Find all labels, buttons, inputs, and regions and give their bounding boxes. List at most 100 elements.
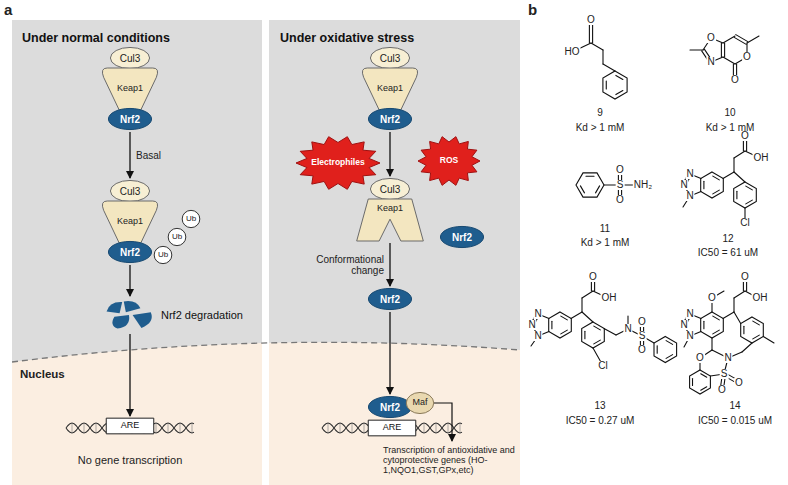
node-label: ARE	[383, 423, 402, 433]
atom-label: O	[717, 385, 727, 395]
aromatic-bond	[743, 326, 744, 333]
dna-rung	[192, 423, 193, 433]
aromatic-bond	[580, 186, 584, 193]
atom-label: O	[615, 165, 625, 175]
compound-caption: IC50 = 0.015 uM	[698, 415, 772, 426]
bond	[582, 312, 593, 322]
ring	[603, 71, 627, 99]
ellipse-outline	[110, 47, 149, 68]
bond	[721, 43, 722, 57]
atom-label: S	[638, 331, 647, 341]
dna-rung	[460, 423, 461, 433]
bond	[734, 172, 745, 182]
panel-heading: Under oxidative stress	[280, 32, 414, 46]
atom-label: N	[527, 320, 536, 330]
burst-outline	[418, 137, 480, 186]
node-label: Nrf2	[380, 294, 400, 305]
dna-rung	[168, 423, 169, 433]
aromatic-bond	[657, 346, 658, 353]
bond	[733, 158, 734, 172]
ring	[701, 312, 724, 338]
dna-rung	[328, 423, 329, 433]
nrf2-protein: Nrf2	[108, 241, 152, 263]
atom-label: HO	[564, 47, 581, 57]
nrf2-protein: Nrf2	[368, 108, 412, 130]
panel-ground	[12, 20, 520, 485]
ellipse-outline	[108, 108, 151, 129]
aromatic-bond	[713, 176, 719, 180]
dna-rung	[96, 423, 97, 433]
dna-rung	[364, 423, 365, 433]
aromatic-bond	[701, 374, 707, 377]
compound-caption: 10	[724, 107, 735, 118]
node-label: Keap1	[117, 217, 143, 227]
bond	[723, 172, 734, 179]
dna-rung	[72, 423, 73, 433]
keap1-outline	[362, 68, 417, 110]
edge-label: Conformational change	[306, 254, 384, 276]
atom-label: N	[623, 324, 632, 334]
atom-label: O	[707, 293, 717, 303]
atom-label: N	[679, 320, 688, 330]
bond	[747, 36, 759, 43]
aromatic-bond	[594, 340, 600, 344]
aromatic-bond	[713, 316, 719, 320]
bond	[690, 49, 703, 50]
atom-label: N	[685, 191, 694, 201]
node-label: Ub	[158, 251, 168, 260]
bond	[723, 312, 734, 319]
node-label: Cul3	[380, 53, 401, 64]
aromatic-bond	[561, 316, 567, 320]
node-label: Nrf2	[380, 114, 400, 125]
box-outline	[106, 418, 154, 434]
atom-label: O	[637, 345, 647, 355]
ring	[576, 173, 604, 197]
atom-label: O	[637, 317, 647, 327]
compartment-label: Nucleus	[20, 368, 65, 381]
transcription-arrow	[434, 403, 452, 441]
aromatic-bond	[753, 321, 759, 325]
compound-caption: Kd > 1 mM	[576, 122, 625, 133]
node-label: Nrf2	[120, 114, 140, 125]
aromatic-bond	[703, 321, 704, 328]
compound-caption: 11	[600, 223, 610, 234]
dna-rung	[84, 423, 85, 433]
node-label: ROS	[440, 156, 458, 165]
aromatic-bond	[616, 75, 623, 79]
ellipse-outline	[182, 210, 200, 227]
bond	[571, 312, 582, 319]
flow-arrow	[129, 132, 130, 178]
ring	[654, 337, 677, 363]
aromatic-bond	[596, 186, 600, 193]
bond	[736, 35, 748, 42]
dna-rung	[436, 423, 437, 433]
atom-label: N	[685, 309, 694, 319]
panel-gap	[262, 20, 269, 485]
ring	[701, 172, 724, 198]
burst-outline	[296, 137, 380, 190]
ubiquitin: Ub	[182, 210, 200, 228]
ring	[690, 370, 711, 394]
are-element: ARE	[368, 420, 416, 436]
ellipse-outline	[110, 180, 149, 201]
chemical-structures	[531, 22, 774, 394]
node-label: Nrf2	[380, 402, 400, 413]
nuclear-membrane	[12, 342, 520, 362]
keap1-open-outline	[357, 199, 424, 241]
fragment	[107, 302, 123, 313]
aromatic-bond	[713, 330, 719, 334]
bond	[734, 37, 746, 44]
atom-label: O	[734, 378, 744, 388]
ellipse-outline	[108, 241, 151, 262]
atom-label: O	[615, 195, 625, 205]
condition-panel: Under normal conditionsCul3Keap1Nrf2Cul3…	[12, 20, 262, 480]
dna-rung	[424, 423, 425, 433]
bond	[582, 291, 593, 298]
aromatic-bond	[736, 191, 737, 198]
ellipse-outline	[370, 178, 409, 199]
compound-caption: 9	[597, 107, 603, 118]
dna-rung	[340, 423, 341, 433]
ubiquitin: Ub	[154, 246, 172, 264]
atom-label: O	[695, 353, 705, 363]
ellipse-outline	[368, 288, 411, 309]
